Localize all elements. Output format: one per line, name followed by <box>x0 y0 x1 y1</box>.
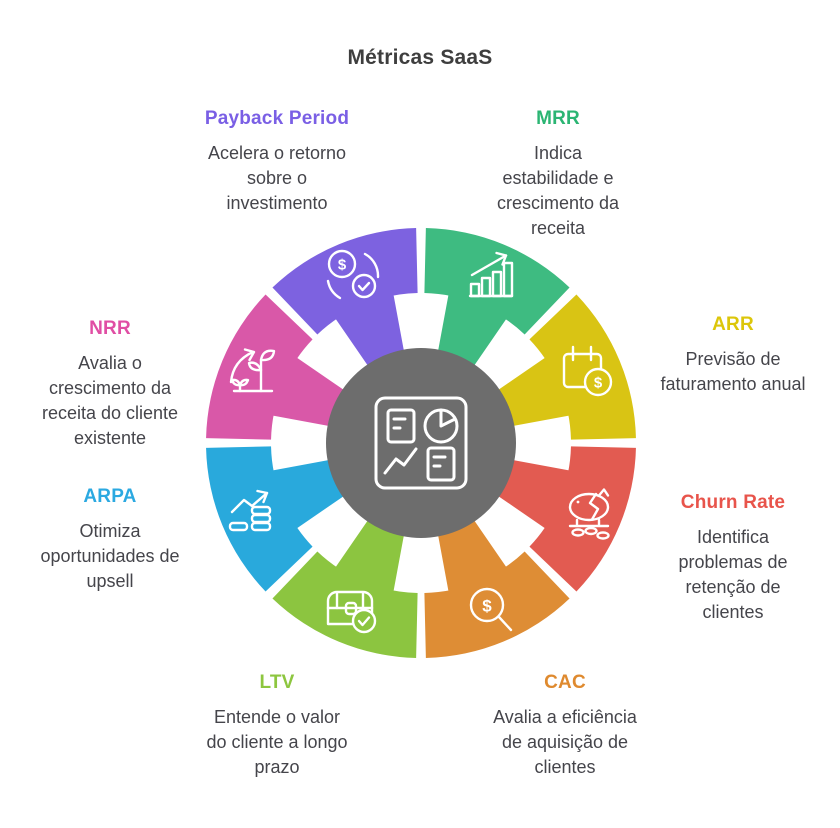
coin-stack-growth-icon <box>228 489 272 532</box>
metric-description-nrr: Avalia o crescimento da receita do clien… <box>41 353 179 448</box>
segment-payback <box>272 228 418 373</box>
metric-block-churn-rate: Churn Rate Identifica problemas de reten… <box>633 492 833 625</box>
svg-text:$: $ <box>594 375 603 392</box>
metric-description-mrr: Indica estabilidade e crescimento da rec… <box>496 143 620 238</box>
metric-label-arr: ARR <box>712 314 754 335</box>
broken-piggy-bank-icon <box>568 488 610 540</box>
calendar-dollar-icon: $ <box>562 345 613 397</box>
metric-block-arr: ARR Previsão de faturamento anual <box>623 314 840 397</box>
metric-description-arpa: Otimiza oportunidades de upsell <box>40 521 180 591</box>
svg-text:$: $ <box>338 257 347 274</box>
metric-description-payback-period: Acelera o retorno sobre o investimento <box>207 143 347 213</box>
segment-cac <box>424 513 570 658</box>
metric-label-mrr: MRR <box>536 108 580 129</box>
segment-arpa <box>206 446 351 592</box>
metric-block-payback-period: Payback Period Acelera o retorno sobre o… <box>157 108 397 216</box>
metric-label-cac: CAC <box>544 672 586 693</box>
growth-bar-chart-icon <box>468 251 514 298</box>
wheel-segments <box>206 228 636 658</box>
magnifier-dollar-icon: $ <box>469 587 513 632</box>
metric-label-arpa: ARPA <box>83 486 137 507</box>
growing-plant-icon <box>229 348 276 393</box>
metric-block-cac: CAC Avalia a eficiência de aquisição de … <box>455 672 675 780</box>
segment-nrr <box>206 294 351 440</box>
segment-ltv <box>272 513 418 658</box>
metric-block-nrr: NRR Avalia o crescimento da receita do c… <box>5 318 215 451</box>
segment-mrr <box>424 228 570 373</box>
metric-block-mrr: MRR Indica estabilidade e crescimento da… <box>448 108 668 241</box>
metric-description-churn-rate: Identifica problemas de retenção de clie… <box>678 527 788 622</box>
metric-label-nrr: NRR <box>89 318 131 339</box>
svg-text:$: $ <box>482 597 492 616</box>
page-title: Métricas SaaS <box>347 46 493 69</box>
metric-description-cac: Avalia a eficiência de aquisição de clie… <box>493 707 637 777</box>
metric-label-ltv: LTV <box>259 672 295 693</box>
metric-description-ltv: Entende o valor do cliente a longo prazo <box>206 707 348 777</box>
segment-churn <box>491 446 636 592</box>
metric-block-arpa: ARPA Otimiza oportunidades de upsell <box>5 486 215 594</box>
center-circle <box>326 348 516 538</box>
dollar-refresh-check-icon: $ <box>326 249 380 300</box>
dashboard-icon <box>374 396 468 490</box>
metric-label-payback-period: Payback Period <box>204 108 350 129</box>
metric-label-churn-rate: Churn Rate <box>680 492 786 513</box>
treasure-chest-check-icon <box>326 590 377 634</box>
metric-block-ltv: LTV Entende o valor do cliente a longo p… <box>167 672 387 780</box>
metric-description-arr: Previsão de faturamento anual <box>660 349 806 394</box>
